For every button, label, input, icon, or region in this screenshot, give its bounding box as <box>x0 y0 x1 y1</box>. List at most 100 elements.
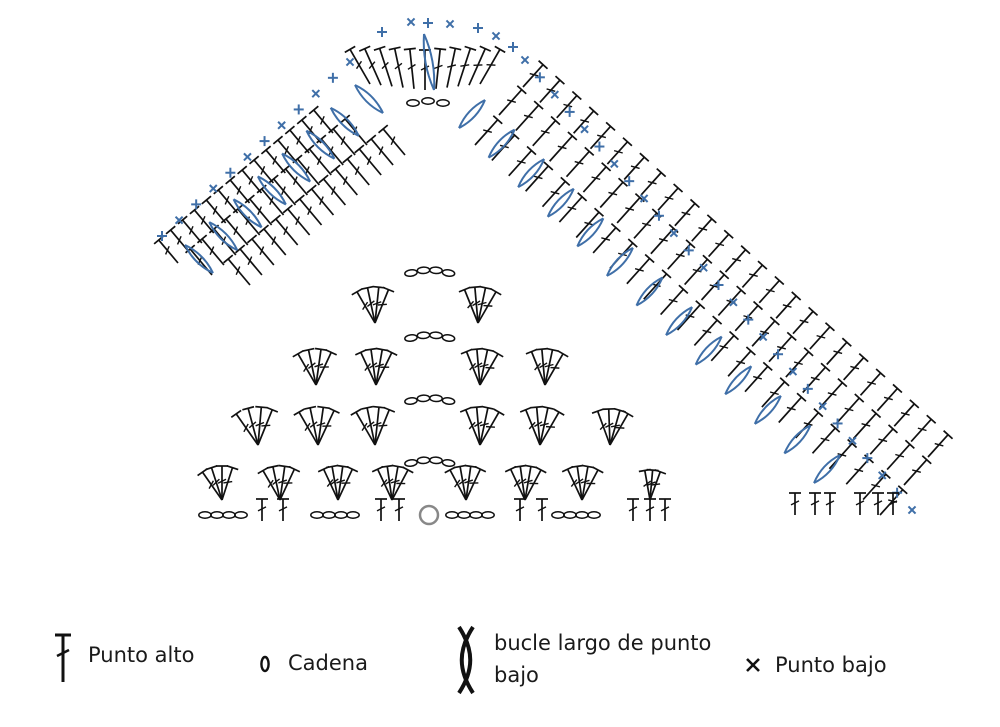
chain-stitch <box>441 268 456 278</box>
double-crochet-stitch <box>627 498 639 521</box>
double-crochet-stitch <box>361 285 376 324</box>
double-crochet-stitch <box>189 205 215 234</box>
double-crochet-stitch <box>270 214 299 246</box>
double-crochet-stitch <box>232 204 261 236</box>
chain-stitch <box>322 511 336 519</box>
double-crochet-stitch <box>372 285 385 324</box>
double-crochet-stitch <box>374 347 389 386</box>
double-crochet-stitch <box>474 115 503 146</box>
double-crochet-stitch <box>572 106 599 134</box>
double-crochet-stitch <box>828 438 858 470</box>
single-crochet-stitch <box>293 104 304 115</box>
chain-stitch <box>222 511 236 519</box>
double-crochet-stitch <box>317 407 340 446</box>
double-crochet-stitch <box>691 214 717 242</box>
chain-stitch <box>198 511 212 519</box>
double-crochet-stitch <box>342 154 370 186</box>
chain-stitch <box>210 511 224 519</box>
double-crochet-stitch <box>683 254 713 286</box>
double-crochet-stitch <box>589 121 616 150</box>
double-crochet-stitch <box>433 47 447 89</box>
double-crochet-stitch <box>177 215 203 244</box>
legend-label-cadena: Cadena <box>288 651 368 675</box>
double-crochet-stitch <box>372 405 386 446</box>
double-crochet-stitch <box>835 393 865 424</box>
double-crochet-stitch <box>824 492 836 515</box>
double-crochet-stitch <box>544 347 559 386</box>
double-crochet-stitch <box>388 46 404 88</box>
double-crochet-stitch <box>556 90 582 119</box>
double-crochet-stitch <box>248 155 275 184</box>
double-crochet-stitch <box>565 146 595 178</box>
double-crochet-stitch <box>700 270 730 301</box>
double-crochet-icon <box>55 633 71 682</box>
single-crochet-stitch <box>327 72 338 83</box>
double-crochet-stitch <box>257 406 279 446</box>
double-crochet-stitch <box>260 145 286 174</box>
single-crochet-stitch <box>610 159 619 169</box>
double-crochet-stitch <box>602 407 615 446</box>
single-crochet-stitch <box>669 228 679 238</box>
long-loop-stitch <box>635 276 664 307</box>
double-crochet-stitch <box>477 285 492 324</box>
double-crochet-stitch <box>741 260 768 288</box>
double-crochet-stitch <box>674 198 700 227</box>
double-crochet-stitch <box>592 223 621 254</box>
double-crochet-stitch <box>294 194 323 226</box>
legend-bucle-largo: bucle largo de punto bajo <box>454 624 711 696</box>
double-crochet-stitch <box>778 392 807 424</box>
double-crochet-stitch <box>225 175 251 204</box>
double-crochet-stitch <box>571 464 584 501</box>
double-crochet-stitch <box>616 193 645 224</box>
double-crochet-stitch <box>903 455 932 486</box>
double-crochet-stitch <box>887 492 899 515</box>
double-crochet-stitch <box>302 347 317 386</box>
double-crochet-stitch <box>459 406 481 446</box>
double-crochet-stitch <box>508 145 537 177</box>
legend-label-bucle-line1: bucle largo de punto <box>494 631 712 655</box>
double-crochet-stitch <box>580 464 594 501</box>
double-crochet-stitch <box>818 378 848 409</box>
double-crochet-stitch <box>304 405 319 446</box>
double-crochet-stitch <box>541 176 571 208</box>
double-crochet-stitch <box>539 408 565 446</box>
double-crochet-stitch <box>910 414 937 443</box>
chain-stitch <box>416 394 431 403</box>
single-crochet-stitch <box>862 453 873 464</box>
legend-label-punto-bajo: Punto bajo <box>775 653 887 677</box>
double-crochet-stitch <box>216 465 228 500</box>
chain-stitch <box>481 511 495 519</box>
double-crochet-stitch <box>854 492 866 515</box>
double-crochet-stitch <box>744 361 773 393</box>
double-crochet-stitch <box>446 46 462 88</box>
double-crochet-stitch <box>381 464 394 501</box>
double-crochet-stitch <box>727 346 756 377</box>
double-crochet-stitch <box>255 405 268 446</box>
double-crochet-stitch <box>314 347 328 386</box>
chain-stitch <box>421 97 435 105</box>
double-crochet-stitch <box>640 167 667 196</box>
single-crochet-stitch <box>758 332 768 342</box>
long-loop-stitch <box>487 128 516 159</box>
long-loop-single-crochet-icon <box>457 625 475 695</box>
double-crochet-stitch <box>633 208 662 239</box>
double-crochet-stitch <box>649 468 667 501</box>
double-crochet-stitch <box>258 224 287 256</box>
double-crochet-stitch <box>465 465 487 501</box>
double-crochet-stitch <box>536 498 548 521</box>
legend-label-bucle-line2: bajo <box>494 663 539 687</box>
double-crochet-stitch <box>375 498 387 521</box>
chain-stitch <box>429 456 443 465</box>
long-loop-stitch <box>753 394 782 425</box>
chain-stitch <box>469 511 483 519</box>
double-crochet-stitch <box>196 234 225 266</box>
chain-stitch <box>404 268 418 278</box>
double-crochet-stitch <box>237 165 263 194</box>
double-crochet-stitch <box>272 135 298 164</box>
single-crochet-stitch <box>788 367 798 376</box>
chain-stitch <box>416 456 431 465</box>
double-crochet-stitch <box>257 466 281 501</box>
double-crochet-stitch <box>525 348 546 386</box>
long-loop-stitch <box>783 424 812 455</box>
single-crochet-stitch <box>624 176 635 187</box>
